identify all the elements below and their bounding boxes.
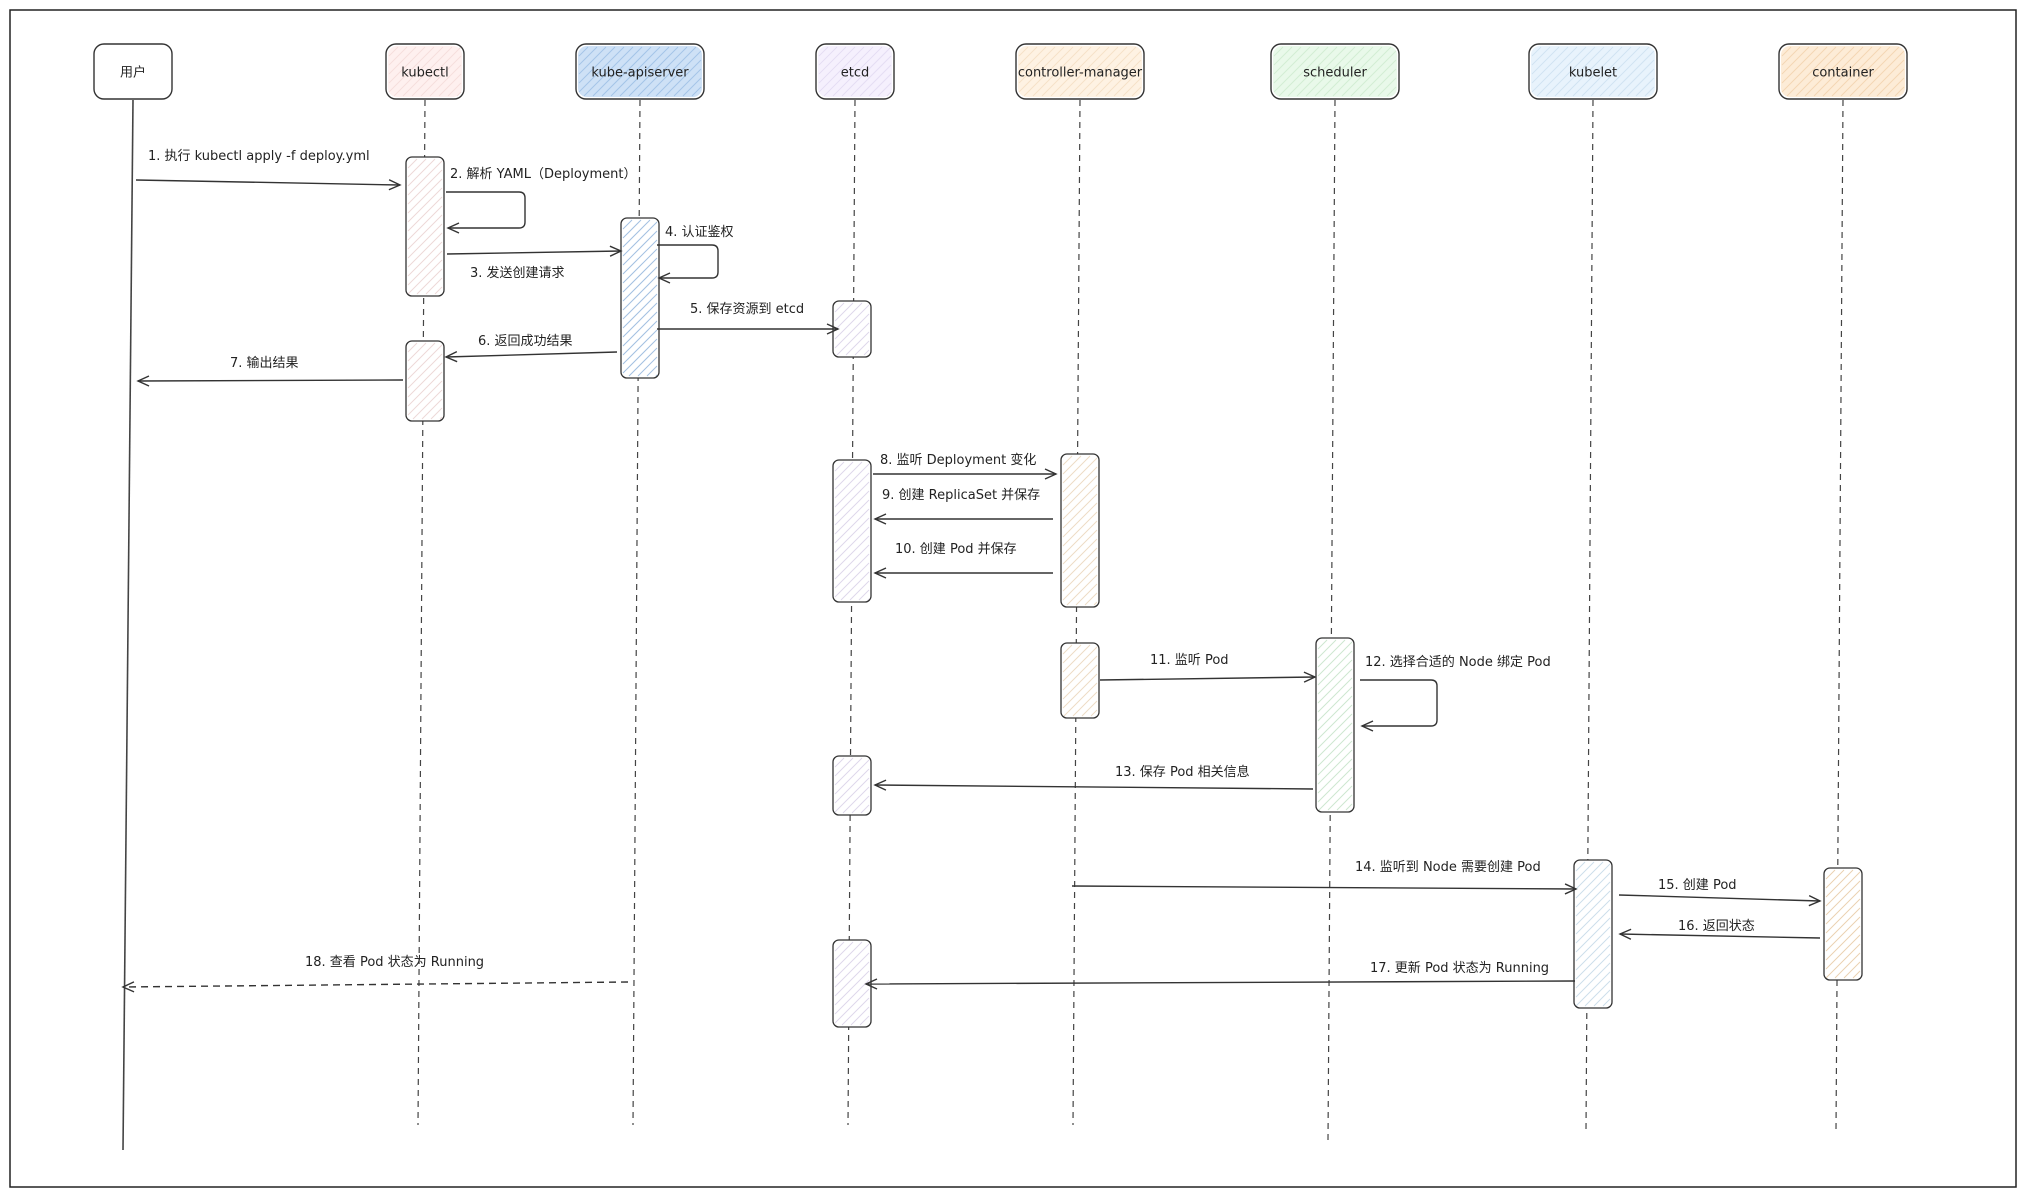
message-arrow (136, 375, 404, 387)
message-5: 5. 保存资源到 etcd (657, 302, 840, 335)
participant-kubectl: kubectl (385, 43, 465, 100)
message-label: 4. 认证鉴权 (665, 224, 734, 240)
participant-cm: controller-manager (1015, 43, 1145, 100)
participant-label: 用户 (120, 65, 146, 81)
activation-etcd (832, 459, 872, 603)
participant-etcd: etcd (815, 43, 895, 100)
activation-kubectl (405, 340, 445, 422)
message-2: 2. 解析 YAML（Deployment） (446, 167, 636, 234)
message-label: 17. 更新 Pod 状态为 Running (1370, 960, 1549, 976)
message-15: 15. 创建 Pod (1618, 878, 1822, 907)
activation-apiserver (620, 217, 660, 379)
activation-etcd (832, 755, 872, 816)
message-arrow (864, 978, 1576, 990)
message-arrow (446, 191, 526, 234)
message-arrow (135, 179, 402, 191)
message-17: 17. 更新 Pod 状态为 Running (864, 960, 1576, 990)
message-label: 8. 监听 Deployment 变化 (880, 452, 1036, 468)
activation-cm (1060, 642, 1100, 719)
activation-scheduler (1315, 637, 1355, 813)
message-label: 9. 创建 ReplicaSet 并保存 (882, 488, 1040, 503)
activation-kubelet (1573, 859, 1613, 1009)
participant-kubelet: kubelet (1528, 43, 1658, 100)
activation-kubectl (405, 156, 445, 297)
message-9: 9. 创建 ReplicaSet 并保存 (873, 488, 1053, 525)
message-label: 11. 监听 Pod (1150, 653, 1229, 668)
message-12: 12. 选择合适的 Node 绑定 Pod (1360, 654, 1551, 732)
participant-label: container (1812, 66, 1874, 81)
message-arrow (1360, 679, 1438, 732)
message-label: 16. 返回状态 (1678, 919, 1755, 934)
message-arrow (446, 245, 623, 257)
activation-etcd (832, 300, 872, 358)
message-3: 3. 发送创建请求 (446, 245, 623, 281)
message-label: 18. 查看 Pod 状态为 Running (305, 954, 484, 970)
participant-user: 用户 (93, 43, 173, 100)
message-label: 10. 创建 Pod 并保存 (895, 542, 1017, 557)
activation-etcd (832, 939, 872, 1028)
message-label: 3. 发送创建请求 (470, 265, 565, 281)
lifeline-cm (1072, 99, 1081, 1126)
participant-scheduler: scheduler (1270, 43, 1400, 100)
participant-label: kubelet (1569, 66, 1617, 81)
message-18: 18. 查看 Pod 状态为 Running (121, 954, 629, 993)
participant-label: etcd (841, 66, 870, 81)
message-4: 4. 认证鉴权 (657, 224, 734, 284)
message-10: 10. 创建 Pod 并保存 (873, 542, 1053, 579)
message-label: 15. 创建 Pod (1658, 878, 1737, 893)
message-1: 1. 执行 kubectl apply -f deploy.yml (135, 149, 402, 191)
message-label: 1. 执行 kubectl apply -f deploy.yml (148, 149, 370, 164)
message-8: 8. 监听 Deployment 变化 (873, 452, 1058, 480)
message-label: 13. 保存 Pod 相关信息 (1115, 764, 1250, 780)
message-11: 11. 监听 Pod (1099, 653, 1317, 683)
message-arrow (873, 779, 1314, 791)
message-7: 7. 输出结果 (136, 355, 404, 387)
message-label: 7. 输出结果 (230, 355, 299, 371)
lifeline-etcd (847, 99, 856, 1126)
message-label: 5. 保存资源到 etcd (690, 302, 804, 317)
lifeline-scheduler (1327, 99, 1336, 1141)
participant-label: kubectl (401, 66, 448, 81)
message-arrow (657, 244, 719, 284)
message-arrow (1618, 928, 1821, 940)
participant-apiserver: kube-apiserver (575, 43, 705, 100)
activation-container (1823, 867, 1863, 981)
message-14: 14. 监听到 Node 需要创建 Pod (1071, 860, 1578, 895)
message-label: 6. 返回成功结果 (478, 334, 573, 349)
activation-cm (1060, 453, 1100, 608)
message-6: 6. 返回成功结果 (444, 334, 618, 363)
message-arrow (1618, 894, 1822, 907)
lifeline-user (122, 99, 134, 1151)
message-arrow (444, 351, 618, 363)
message-13: 13. 保存 Pod 相关信息 (873, 764, 1314, 791)
message-arrow (121, 981, 629, 993)
participant-label: controller-manager (1018, 66, 1143, 81)
message-label: 2. 解析 YAML（Deployment） (450, 167, 636, 182)
participant-label: kube-apiserver (591, 66, 689, 81)
participant-container: container (1778, 43, 1908, 100)
message-16: 16. 返回状态 (1618, 919, 1821, 940)
message-arrow (1071, 883, 1578, 895)
message-label: 12. 选择合适的 Node 绑定 Pod (1365, 654, 1551, 670)
message-label: 14. 监听到 Node 需要创建 Pod (1355, 860, 1541, 875)
participant-label: scheduler (1303, 66, 1367, 81)
message-arrow (1099, 671, 1317, 683)
